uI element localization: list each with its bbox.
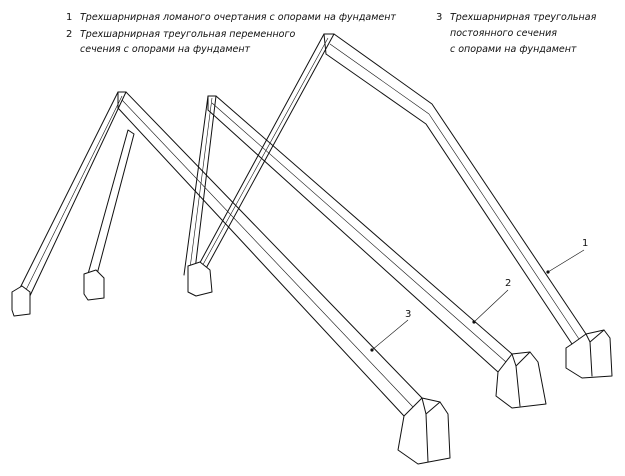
callout-2-label: 2 [505,278,511,289]
arch-1-foundation-edge2 [589,329,605,343]
arch-2-left-leg-edge [188,97,213,277]
arch-1-right-edge [428,113,580,340]
arch-2 [183,95,547,409]
arch-1-right-lower [325,53,573,345]
legend-1-number: 1 [66,12,72,23]
arch-3-foundation-right [397,397,451,465]
arch-3-beam-edge [121,99,414,408]
callout-2-leader [473,289,509,323]
callout-1-dot [546,270,550,274]
legend-2-number: 2 [66,29,72,40]
callout-1-leader [547,249,585,273]
arch-1-left-leg-edge [199,37,329,271]
arch-1-foundation-edge [585,333,591,343]
arch-2-foundation-edge [511,353,517,367]
arch-3-foundation-edge2 [425,401,441,415]
arch-2-foundation-right [495,351,547,409]
arch-2-foundation-edge3 [515,365,521,407]
arch-2-foundation-left [187,261,213,297]
arch-3 [11,91,451,465]
callout-3: 3 [370,309,411,352]
arch-3-foundation-inner [83,269,105,301]
callout-1-label: 1 [582,238,588,249]
callout-3-dot [370,348,374,352]
legend-1-text: Трехшарнирная ломаного очертания с опора… [80,12,396,23]
arch-1-foundation-edge3 [589,341,593,377]
arch-3-left-leg-edge [22,95,123,297]
legend-3-text-line2: постоянного сечения [450,28,557,39]
arch-3-beam-upper [125,91,423,399]
arch-2-beam-upper [215,95,513,355]
arch-3-foundation-edge [421,397,427,415]
callout-3-leader [371,319,409,351]
legend-2-text-line1: Трехшарнирная треугольная переменного [80,29,295,40]
arch-1-foundation-right [565,329,613,379]
callout-1: 1 [546,238,588,274]
legend-3-text-line1: Трехшарнирная треугольная [450,12,597,23]
arch-3-foundation-left [11,285,31,317]
arch-2-left-leg [183,95,217,279]
callout-2: 2 [472,278,511,324]
legend-2-text-line2: сечения с опорами на фундамент [80,44,251,55]
arch-1 [195,33,613,379]
legend-3-text-line3: с опорами на фундамент [450,44,577,55]
arch-1-top-edge [329,43,430,115]
arch-1-right-upper [333,33,587,335]
arch-1-apex-cut [323,33,327,55]
arch-3-foundation-edge3 [425,413,429,463]
callout-3-label: 3 [405,309,411,320]
callout-2-dot [472,320,476,324]
arch-3-left-leg [17,91,127,301]
arch-2-beam-edge [211,102,507,363]
legend-3-number: 3 [436,12,442,23]
arch-3-inner-leg [87,129,135,279]
legend: 1 Трехшарнирная ломаного очертания с опо… [66,12,597,55]
arch-3-beam-lower [117,107,405,417]
arch-2-foundation-edge2 [515,351,531,367]
arch-2-beam-lower [207,109,499,373]
